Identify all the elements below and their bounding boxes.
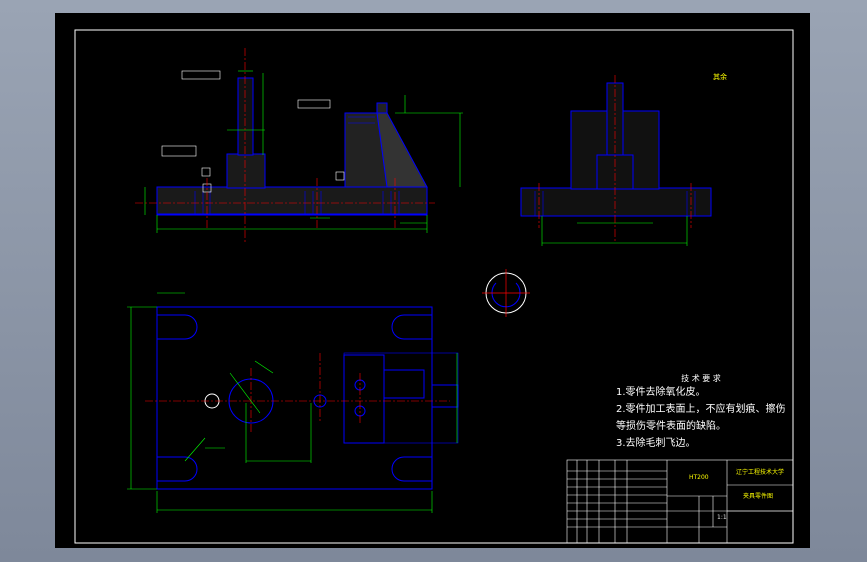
material-label: HT200 bbox=[689, 474, 709, 481]
scale-value: 1:1 bbox=[717, 514, 727, 521]
tech-req-line-4: 3.去除毛刺飞边。 bbox=[616, 438, 696, 449]
tech-req-line-1: 1.零件去除氧化皮。 bbox=[616, 387, 706, 398]
drawing-frame bbox=[74, 29, 794, 544]
part-name: 夹具零件图 bbox=[743, 493, 774, 500]
technical-requirements: 技 术 要 求 1.零件去除氧化皮。 2.零件加工表面上，不应有划痕、擦伤 等损… bbox=[616, 373, 806, 452]
side-view bbox=[520, 75, 712, 246]
school-name: 辽宁工程技术大学 bbox=[736, 469, 785, 476]
top-view bbox=[127, 292, 459, 513]
surface-finish-label: 其余 bbox=[713, 73, 727, 81]
title-block bbox=[566, 459, 794, 544]
front-view bbox=[135, 48, 463, 243]
tech-req-line-3: 等损伤零件表面的缺陷。 bbox=[616, 421, 726, 432]
tech-req-line-2: 2.零件加工表面上，不应有划痕、擦伤 bbox=[616, 404, 786, 415]
tech-req-title: 技 术 要 求 bbox=[681, 374, 721, 383]
drawing-sheet: 技 术 要 求 1.零件去除氧化皮。 2.零件加工表面上，不应有划痕、擦伤 等损… bbox=[55, 13, 810, 548]
detail-circle bbox=[482, 269, 530, 317]
cad-drawing bbox=[74, 29, 794, 544]
